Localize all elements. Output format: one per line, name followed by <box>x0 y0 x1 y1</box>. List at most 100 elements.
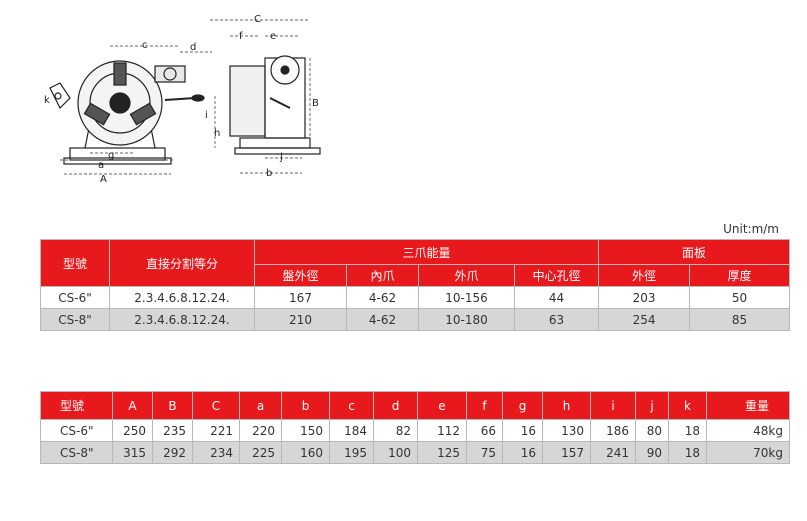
header-cell: e <box>417 391 467 420</box>
table-row: CS-6" 250 235 221 220 150 184 82 112 66 … <box>40 419 790 442</box>
dim-label-f: f <box>239 31 243 42</box>
header-cell: C <box>192 391 240 420</box>
cell: 210 <box>254 308 347 331</box>
technical-drawing: c d C f e k i h B g a A j b <box>40 8 340 188</box>
jaw-left <box>83 102 111 126</box>
header-cell: d <box>373 391 418 420</box>
side-body <box>229 65 266 137</box>
dim-label-A: A <box>100 174 107 185</box>
cell: 292 <box>152 441 193 464</box>
left-lug <box>49 82 71 110</box>
header-thickness: 厚度 <box>689 264 791 287</box>
jaw-right <box>129 102 157 126</box>
cell: 70kg <box>706 441 790 464</box>
cell: 85 <box>689 308 791 331</box>
cell: 315 <box>112 441 153 464</box>
header-plate-outer: 外徑 <box>598 264 691 287</box>
cell: 90 <box>635 441 669 464</box>
dim-label-i: i <box>205 110 208 121</box>
dim-label-g: g <box>108 150 114 161</box>
capacity-table-header-row: 型號 直接分割等分 三爪能量 面板 <box>40 239 791 287</box>
header-jaw-group: 三爪能量 <box>253 239 600 265</box>
dim-label-C: C <box>254 14 261 25</box>
header-cell: A <box>112 391 153 420</box>
header-cell: h <box>542 391 591 420</box>
dimension-diagram: c d C f e k i h B g a A j b <box>44 14 321 185</box>
header-cell: 重量 <box>706 391 790 420</box>
chuck-center <box>109 92 131 114</box>
cell: 160 <box>281 441 330 464</box>
cell: 125 <box>417 441 467 464</box>
cell: 10-180 <box>418 308 515 331</box>
dimension-table-header-row: 型號 A B C a b c d e f g h i j k 重量 <box>40 391 790 420</box>
indexing-housing <box>154 65 186 83</box>
cell: CS-8" <box>40 441 113 464</box>
cell: 10-156 <box>418 286 515 309</box>
header-cell: g <box>502 391 543 420</box>
header-cell: 型號 <box>40 391 113 420</box>
header-model: 型號 <box>40 239 110 287</box>
cell: 157 <box>542 441 591 464</box>
cell: 220 <box>239 419 282 442</box>
cell: 18 <box>668 441 707 464</box>
cell: 44 <box>513 286 600 309</box>
cell: 16 <box>502 419 543 442</box>
cell: 186 <box>590 419 636 442</box>
unit-label: Unit:m/m <box>723 222 779 236</box>
side-base <box>239 137 311 149</box>
table-row: CS-8" 315 292 234 225 160 195 100 125 75… <box>40 441 790 464</box>
cell: 75 <box>466 441 503 464</box>
cell: 2.3.4.6.8.12.24. <box>109 308 255 331</box>
cell: 48kg <box>706 419 790 442</box>
dim-label-d: d <box>190 42 196 53</box>
cell: 130 <box>542 419 591 442</box>
dim-label-e: e <box>270 31 276 42</box>
front-base-foot <box>63 157 172 165</box>
header-division: 直接分割等分 <box>109 239 255 287</box>
cell: 254 <box>598 308 691 331</box>
header-inner-jaw: 內爪 <box>346 264 419 287</box>
header-cell: k <box>668 391 707 420</box>
header-cell: b <box>281 391 330 420</box>
dim-label-k: k <box>44 95 50 106</box>
dim-label-j: j <box>279 152 283 163</box>
cell: 241 <box>590 441 636 464</box>
left-lug-hole <box>54 92 62 100</box>
lever-knob <box>191 94 205 102</box>
cell: CS-6" <box>40 419 113 442</box>
cell: 167 <box>254 286 347 309</box>
cell: 4-62 <box>346 308 419 331</box>
cell: 16 <box>502 441 543 464</box>
cell: 234 <box>192 441 240 464</box>
header-outer-dia: 盤外徑 <box>254 264 347 287</box>
side-foot <box>234 147 321 155</box>
jaw-top <box>113 62 127 86</box>
dim-label-b: b <box>266 168 272 179</box>
header-cell: i <box>590 391 636 420</box>
cell: 250 <box>112 419 153 442</box>
header-cell: a <box>239 391 282 420</box>
cell: CS-6" <box>40 286 110 309</box>
lever-shape <box>164 97 196 101</box>
cell: CS-8" <box>40 308 110 331</box>
cell: 4-62 <box>346 286 419 309</box>
capacity-table: 型號 直接分割等分 三爪能量 面板 盤外徑 內爪 外爪 中心孔徑 外徑 厚度 C… <box>40 239 791 331</box>
dim-label-B: B <box>312 98 319 109</box>
cell: 80 <box>635 419 669 442</box>
dim-label-h: h <box>214 128 220 139</box>
table-row: CS-8" 2.3.4.6.8.12.24. 210 4-62 10-180 6… <box>40 308 791 331</box>
cell: 63 <box>513 308 600 331</box>
cell: 50 <box>689 286 791 309</box>
cell: 18 <box>668 419 707 442</box>
header-outer-jaw: 外爪 <box>418 264 515 287</box>
cell: 82 <box>373 419 418 442</box>
cell: 66 <box>466 419 503 442</box>
cell: 184 <box>329 419 374 442</box>
side-lever <box>269 97 291 109</box>
cell: 203 <box>598 286 691 309</box>
header-cell: f <box>466 391 503 420</box>
cell: 221 <box>192 419 240 442</box>
header-cell: c <box>329 391 374 420</box>
cell: 112 <box>417 419 467 442</box>
cell: 100 <box>373 441 418 464</box>
